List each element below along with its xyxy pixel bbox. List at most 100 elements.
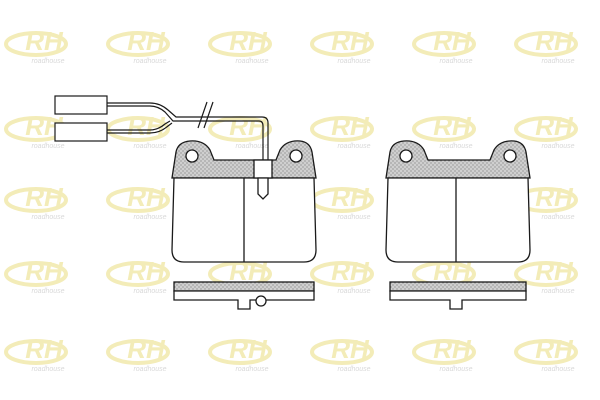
watermark-brand-text: roadhouse	[235, 58, 268, 65]
watermark-brand-text: roadhouse	[439, 58, 472, 65]
watermark-logo: RH roadhouse	[106, 334, 170, 373]
watermark-grid: RHroadhouseRHroadhouseRHroadhouseRHroadh…	[4, 26, 578, 373]
watermark-logo: RH roadhouse	[412, 111, 476, 150]
watermark-logo-text: RH	[433, 111, 472, 141]
watermark-brand-text: roadhouse	[439, 366, 472, 373]
watermark-logo-text: RH	[535, 334, 574, 364]
watermark-logo: RH roadhouse	[514, 26, 578, 65]
watermark-brand-text: roadhouse	[337, 143, 370, 150]
mount-ear-left-2	[399, 149, 413, 163]
watermark-brand-text: roadhouse	[133, 366, 166, 373]
watermark-logo: RH roadhouse	[310, 111, 374, 150]
wear-sensor	[54, 95, 269, 160]
watermark-logo: RH roadhouse	[514, 334, 578, 373]
watermark-brand-text: roadhouse	[541, 214, 574, 221]
side-view-rivet-left	[255, 295, 267, 307]
watermark-logo-text: RH	[331, 334, 370, 364]
mount-ear-right	[289, 149, 303, 163]
sensor-wire-3	[107, 120, 171, 131]
watermark-logo: RH roadhouse	[514, 182, 578, 221]
sensor-probe	[257, 177, 269, 200]
watermark-brand-text: roadhouse	[337, 58, 370, 65]
watermark-brand-text: roadhouse	[133, 58, 166, 65]
watermark-logo: RH roadhouse	[4, 182, 68, 221]
watermark-logo: RH roadhouse	[208, 111, 272, 150]
watermark-brand-text: roadhouse	[31, 143, 64, 150]
watermark-brand-text: roadhouse	[31, 366, 64, 373]
watermark-logo: RH roadhouse	[106, 256, 170, 295]
watermark-brand-text: roadhouse	[31, 288, 64, 295]
watermark-logo-text: RH	[25, 256, 64, 286]
watermark-logo: RH roadhouse	[208, 26, 272, 65]
watermark-logo: RH roadhouse	[412, 26, 476, 65]
watermark-logo-text: RH	[229, 111, 268, 141]
sensor-wire-2	[107, 105, 264, 160]
watermark-logo: RH roadhouse	[106, 182, 170, 221]
watermark-logo-text: RH	[535, 26, 574, 56]
brake-pad-right	[385, 140, 531, 310]
watermark-logo-text: RH	[25, 26, 64, 56]
side-view-friction-right	[389, 290, 527, 310]
watermark-brand-text: roadhouse	[31, 214, 64, 221]
watermark-logo-text: RH	[25, 182, 64, 212]
backing-plate-left	[171, 140, 317, 179]
sensor-clip	[253, 159, 273, 179]
side-view-backing-left	[173, 281, 315, 292]
watermark-logo: RH roadhouse	[310, 334, 374, 373]
watermark-logo: RH roadhouse	[4, 26, 68, 65]
watermark-logo: RH roadhouse	[106, 26, 170, 65]
watermark-brand-text: roadhouse	[31, 58, 64, 65]
watermark-logo-text: RH	[331, 111, 370, 141]
watermark-logo-text: RH	[331, 182, 370, 212]
watermark-logo-text: RH	[127, 26, 166, 56]
watermark-logo: RH roadhouse	[514, 111, 578, 150]
watermark-brand-text: roadhouse	[541, 366, 574, 373]
watermark-logo: RH roadhouse	[310, 182, 374, 221]
mount-ear-left	[185, 149, 199, 163]
watermark-brand-text: roadhouse	[133, 288, 166, 295]
watermark-logo: RH roadhouse	[4, 334, 68, 373]
watermark-brand-text: roadhouse	[337, 214, 370, 221]
watermark-brand-text: roadhouse	[337, 288, 370, 295]
watermark-logo-text: RH	[331, 256, 370, 286]
watermark-logo-text: RH	[229, 334, 268, 364]
sensor-wire-4	[107, 122, 173, 134]
sensor-connector-top	[54, 95, 108, 115]
watermark-logo: RH roadhouse	[4, 256, 68, 295]
watermark-logo-text: RH	[127, 182, 166, 212]
mount-ear-right-2	[503, 149, 517, 163]
watermark-logo-text: RH	[25, 334, 64, 364]
watermark-logo: RH roadhouse	[514, 256, 578, 295]
watermark-logo-text: RH	[331, 26, 370, 56]
watermark-brand-text: roadhouse	[337, 366, 370, 373]
side-view-backing-right	[389, 281, 527, 292]
watermark-logo: RH roadhouse	[106, 111, 170, 150]
watermark-brand-text: roadhouse	[235, 143, 268, 150]
watermark-logo-text: RH	[127, 256, 166, 286]
watermark-logo-text: RH	[127, 111, 166, 141]
watermark-logo: RH roadhouse	[310, 26, 374, 65]
watermark-logo-text: RH	[535, 111, 574, 141]
watermark-logo-text: RH	[535, 256, 574, 286]
watermark-brand-text: roadhouse	[541, 143, 574, 150]
watermark-logo: RH roadhouse	[310, 256, 374, 295]
watermark-brand-text: roadhouse	[541, 58, 574, 65]
watermark-logo-text: RH	[433, 26, 472, 56]
backing-plate-right	[385, 140, 531, 179]
watermark-logo-text: RH	[535, 182, 574, 212]
friction-material-right	[385, 177, 531, 263]
watermark-brand-text: roadhouse	[439, 143, 472, 150]
watermark-brand-text: roadhouse	[541, 288, 574, 295]
side-view-friction-left	[173, 290, 315, 310]
wire-break-mark-2	[203, 101, 214, 129]
wire-break-mark	[197, 101, 208, 129]
brake-pad-left	[171, 140, 317, 310]
watermark-brand-text: roadhouse	[133, 214, 166, 221]
watermark-logo-text: RH	[229, 26, 268, 56]
watermark-logo-text: RH	[127, 334, 166, 364]
sensor-connector-bottom	[54, 122, 108, 142]
watermark-brand-text: roadhouse	[133, 143, 166, 150]
